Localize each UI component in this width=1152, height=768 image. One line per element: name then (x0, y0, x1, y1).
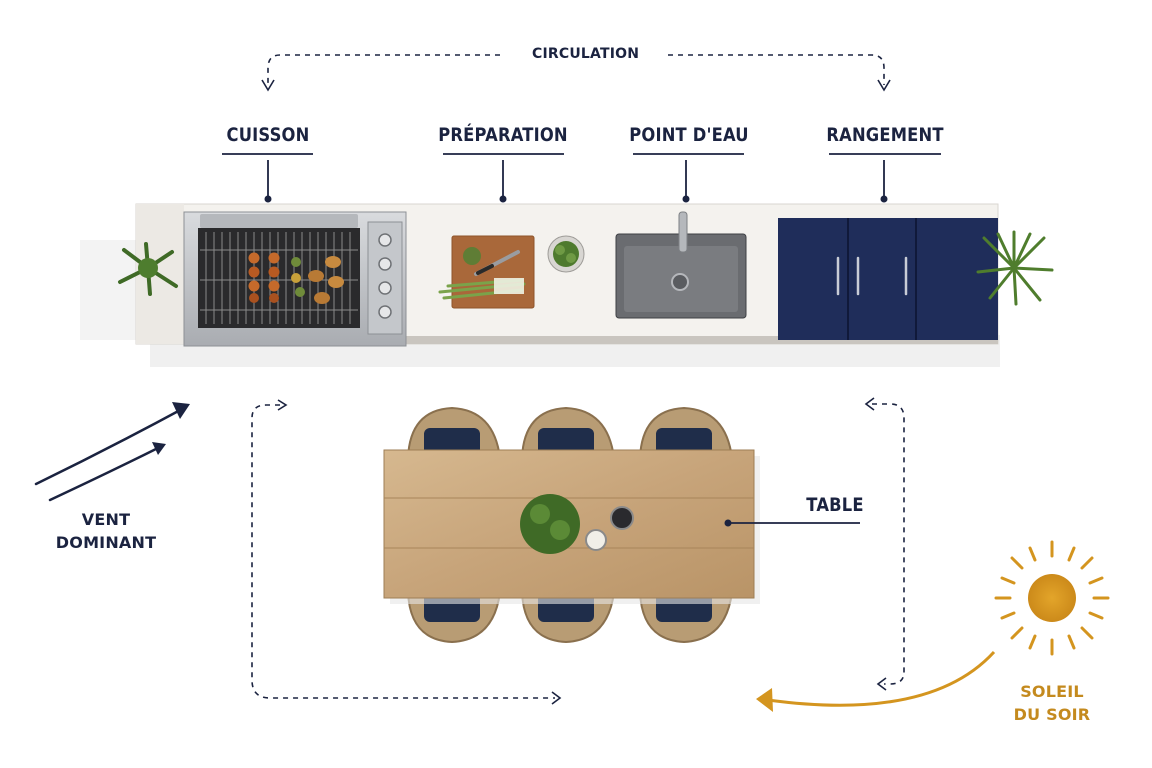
circulation-arrow-icon (277, 399, 288, 411)
zone-preparation-label: PRÉPARATION (438, 124, 568, 146)
table-label: TABLE (806, 494, 864, 516)
circulation-arrow-right-icon (877, 79, 891, 92)
sun-icon (994, 540, 1110, 656)
zone-point-eau-label: POINT D'EAU (629, 124, 749, 146)
circulation-top-path (267, 54, 885, 85)
plant-icon (118, 242, 178, 296)
sink-icon (615, 233, 747, 319)
herb-pot-icon (547, 235, 585, 273)
wind-label-line2: DOMINANT (55, 533, 157, 552)
sun-path-arrow (767, 650, 996, 707)
cutting-board-icon (438, 235, 535, 309)
grill-icon (183, 211, 407, 347)
wind-label-line1: VENT (81, 510, 131, 529)
wind-label: VENT DOMINANT (52, 508, 160, 554)
circulation-arrow-icon-4 (876, 677, 887, 691)
dining-table (383, 449, 860, 604)
circulation-arrow-left-icon (261, 79, 275, 92)
zone-rangement-label: RANGEMENT (826, 124, 944, 146)
sun-label-line2: DU SOIR (1013, 705, 1091, 724)
zone-pointers (222, 153, 941, 197)
circulation-arrow-icon-3 (864, 397, 875, 411)
grill-food (248, 252, 344, 304)
wind-arrow-icon (34, 406, 186, 502)
circulation-arrow-icon-2 (551, 691, 562, 705)
storage-cabinets (778, 218, 998, 340)
faucet-icon (678, 211, 688, 253)
plant-icon-right (976, 230, 1054, 306)
zone-cuisson-label: CUISSON (226, 124, 310, 146)
circulation-label: CIRCULATION (532, 46, 640, 62)
circulation-table-path (251, 403, 905, 699)
sun-label-line1: SOLEIL (1020, 682, 1084, 701)
sun-label: SOLEIL DU SOIR (1002, 680, 1102, 726)
